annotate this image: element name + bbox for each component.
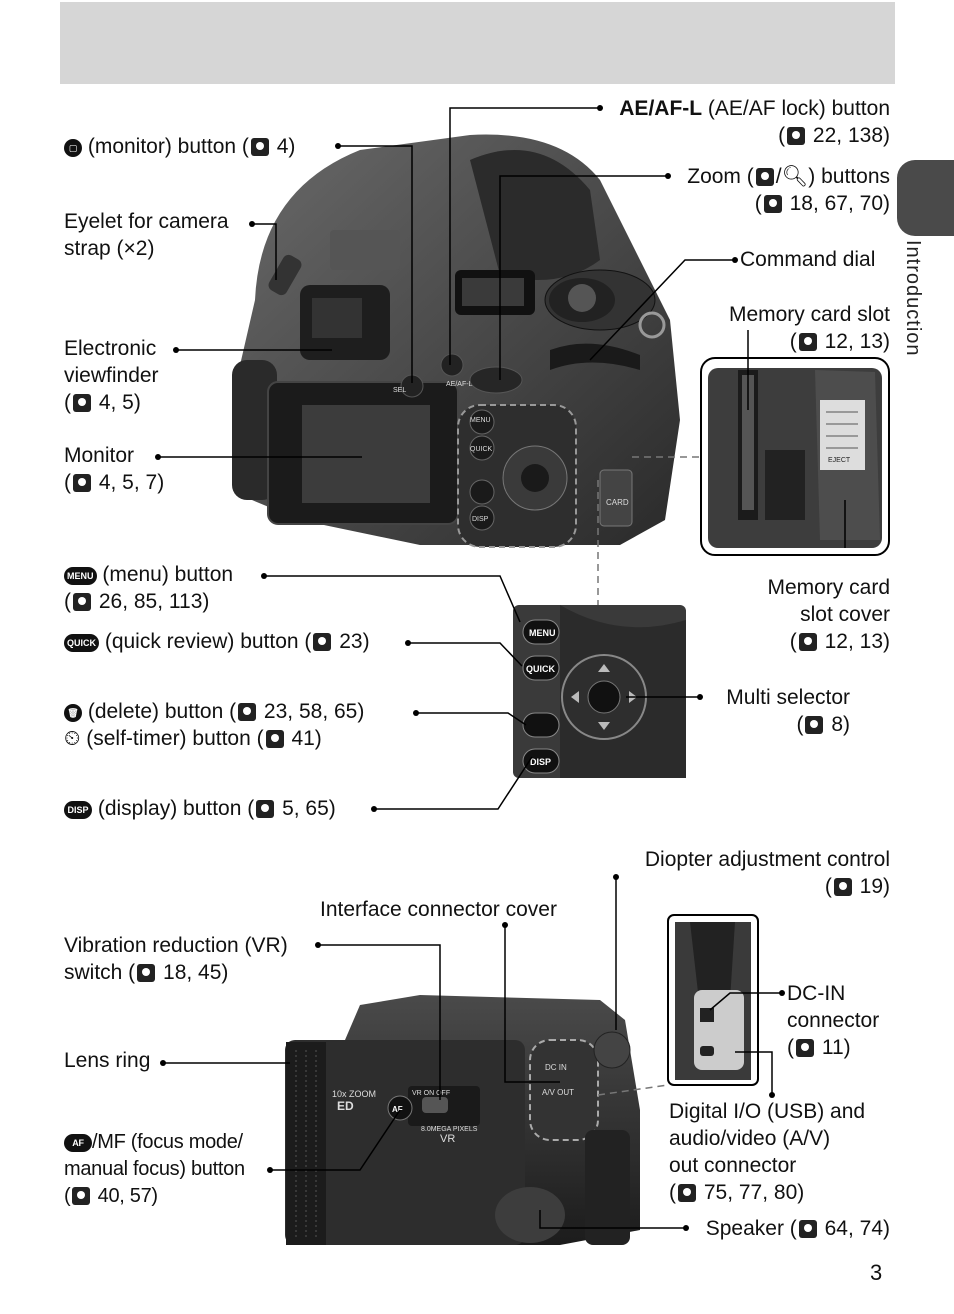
reference-page-icon xyxy=(256,800,275,818)
aeaf-cam-label: AE/AF-L xyxy=(446,381,473,388)
callout-menu-button: MENU (menu) button ( 26, 85, 113) xyxy=(64,563,234,613)
quick-closeup-label: QUICK xyxy=(526,664,556,674)
callout-lens-ring: Lens ring xyxy=(64,1049,151,1072)
control-closeup xyxy=(513,605,686,778)
callout-zoom-buttons: Zoom (/🔍︎) buttons ( 18, 67, 70) xyxy=(687,165,890,215)
reference-page-icon xyxy=(73,593,91,611)
disp-closeup-label: DISP xyxy=(530,757,551,767)
callout-memory-card-slot: Memory card slot ( 12, 13) xyxy=(728,303,890,353)
reference-page-icon xyxy=(265,730,284,748)
reference-page-icon xyxy=(796,1039,814,1057)
callout-vr-switch: Vibration reduction (VR) switch ( 18, 45… xyxy=(64,934,288,984)
av-out-label: A/V OUT xyxy=(542,1088,574,1097)
callout-monitor-button: ▢ (monitor) button ( 4) xyxy=(64,133,295,160)
page-number: 3 xyxy=(870,1260,883,1285)
trash-icon: 🗑︎ xyxy=(64,704,82,722)
reference-page-icon xyxy=(805,716,824,734)
monitor-icon: ▢ xyxy=(64,139,82,157)
vr-label: VR xyxy=(440,1133,455,1145)
section-label: Introduction xyxy=(902,240,924,357)
reference-page-icon xyxy=(798,333,817,351)
callout-interface-cover: Interface connector cover xyxy=(320,898,557,921)
header-band xyxy=(60,2,895,84)
leader-dots xyxy=(155,105,785,1231)
reference-page-icon xyxy=(787,127,806,145)
callout-ae-af-lock: AE/AF-L (AE/AF lock) button ( 22, 138) xyxy=(619,97,890,147)
callout-multi-selector: Multi selector ( 8) xyxy=(726,686,850,736)
reference-page-icon xyxy=(763,195,782,213)
dashed-connectors xyxy=(597,456,700,1096)
reference-page-icon xyxy=(73,394,91,412)
callout-digital-io: Digital I/O (USB) and audio/video (A/V) … xyxy=(669,1100,866,1204)
megapixel-label: 8.0MEGA PIXELS xyxy=(421,1126,478,1133)
leader-lines xyxy=(158,107,846,1229)
quick-cam-label: QUICK xyxy=(470,446,493,453)
callout-command-dial: Command dial xyxy=(740,248,876,271)
memory-card-inset xyxy=(700,357,890,556)
quick-icon: QUICK xyxy=(64,634,99,652)
reference-page-icon xyxy=(798,633,817,651)
callout-speaker: Speaker ( 64, 74) xyxy=(705,1217,890,1240)
camera-side-view: 10x ZOOM ED 8.0MEGA PIXELS VR VR ON OFF … xyxy=(285,995,640,1245)
zoom-label: 10x ZOOM xyxy=(332,1089,376,1099)
eject-cam-label: EJECT xyxy=(828,457,851,464)
reference-page-icon xyxy=(798,1220,817,1238)
reference-page-icon xyxy=(313,633,332,651)
callout-quick-review: QUICK (quick review) button ( 23) xyxy=(64,628,370,655)
callout-display-button: DISP (display) button ( 5, 65) xyxy=(64,795,336,822)
self-timer-icon: ⏲︎ xyxy=(64,727,81,750)
menu-cam-label: MENU xyxy=(470,417,491,424)
callout-monitor: Monitor ( 4, 5, 7) xyxy=(64,444,165,494)
magnify-icon: 🔍︎ xyxy=(781,165,809,188)
svg-text:AF: AF xyxy=(392,1105,403,1114)
af-icon: AF xyxy=(64,1134,92,1152)
reference-page-icon xyxy=(72,1187,91,1205)
reference-page-icon xyxy=(137,964,156,982)
sel-cam-label: SEL xyxy=(393,387,406,394)
reference-page-icon xyxy=(833,878,852,896)
vr-on-off-label: VR ON OFF xyxy=(412,1090,450,1097)
callout-af-mf: AF/MF (focus mode/ manual focus) button … xyxy=(64,1131,245,1207)
camera-rear-view xyxy=(232,134,680,548)
dc-in-label: DC IN xyxy=(545,1063,567,1072)
reference-page-icon xyxy=(678,1184,696,1202)
thumbnail-icon xyxy=(755,168,774,186)
connector-inset xyxy=(667,914,759,1086)
callout-diopter: Diopter adjustment control ( 19) xyxy=(644,848,890,898)
reference-page-icon xyxy=(238,703,257,721)
disp-icon: DISP xyxy=(64,801,92,819)
menu-icon: MENU xyxy=(64,567,97,585)
ed-label: ED xyxy=(337,1099,354,1113)
section-tab xyxy=(897,160,954,236)
callout-delete-selftimer: 🗑︎ (delete) button ( 23, 58, 65) ⏲︎ (sel… xyxy=(64,700,365,750)
reference-page-icon xyxy=(250,138,269,156)
menu-closeup-label: MENU xyxy=(529,628,556,638)
reference-page-icon xyxy=(73,474,91,492)
card-cam-label: CARD xyxy=(606,498,629,507)
disp-cam-label: DISP xyxy=(472,516,489,523)
